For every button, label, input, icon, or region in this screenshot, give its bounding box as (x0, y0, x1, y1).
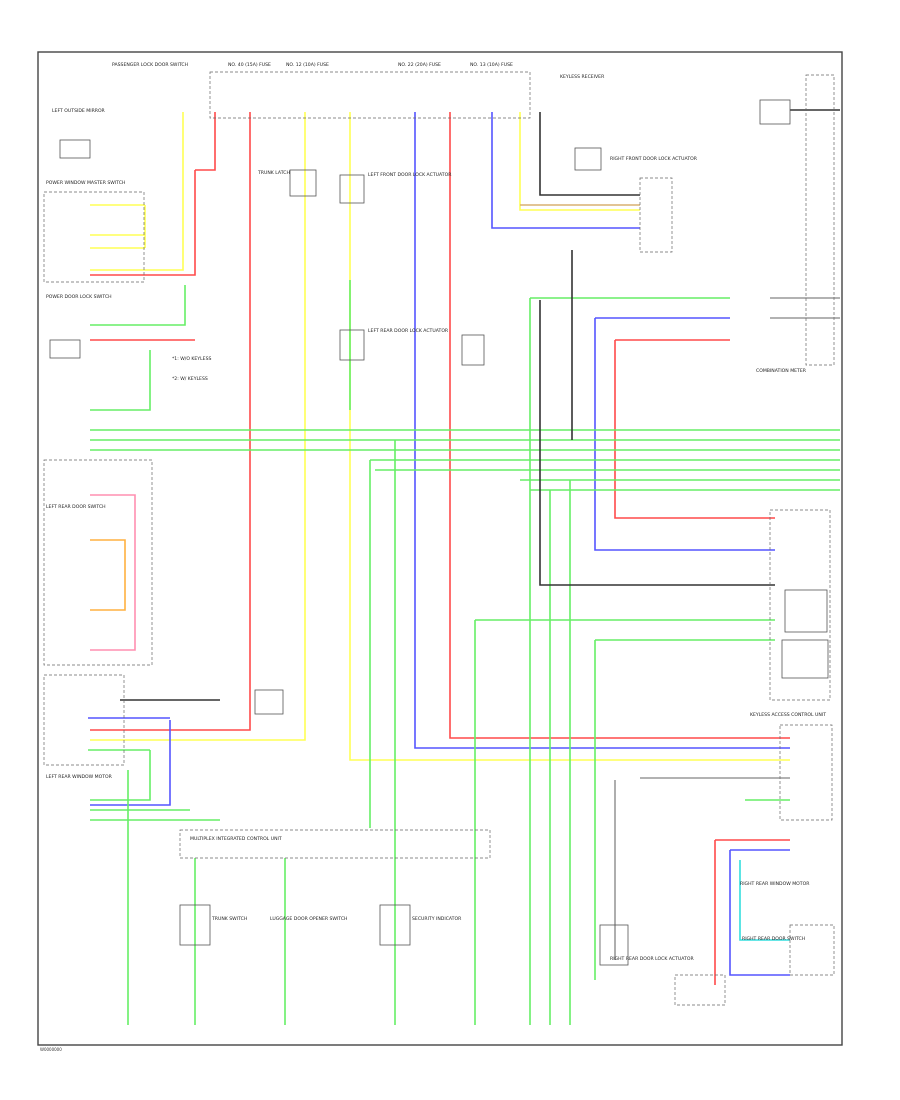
left-mirror-label: LEFT OUTSIDE MIRROR (52, 108, 106, 114)
wire-blue-21 (90, 720, 171, 806)
fuse-22-label: NO. 22 (20A) FUSE (398, 62, 441, 68)
note-2-label: *2: W/ KEYLESS (172, 376, 208, 382)
wire-black-57 (539, 112, 640, 196)
left-rear-door-switch-label: LEFT REAR DOOR SWITCH (46, 504, 106, 510)
keyless-ecu-label: KEYLESS ACCESS CONTROL UNIT (750, 712, 826, 718)
left-rear-door-lock-label: LEFT REAR DOOR LOCK ACTUATOR (368, 328, 449, 334)
wire-yellow-7 (519, 112, 640, 211)
wire-red-9 (90, 112, 251, 731)
wire-pink-54 (90, 494, 136, 651)
wire-green-25 (90, 285, 186, 326)
wire-orange-55 (90, 539, 126, 611)
mics-label: MULTIPLEX INTEGRATED CONTROL UNIT (190, 836, 282, 842)
wire-red-8 (90, 170, 196, 276)
trunk-latch-label: TRUNK LATCH (257, 170, 290, 176)
wire-yellow-1 (90, 112, 306, 741)
wire-group (88, 109, 840, 1025)
left-rear-window-motor-label: LEFT REAR WINDOW MOTOR (46, 774, 113, 780)
wire-red-13 (614, 340, 775, 519)
rear-door-switch-label: RIGHT REAR DOOR SWITCH (742, 936, 805, 942)
wire-black-59 (539, 300, 775, 586)
wire-blue-18 (491, 112, 640, 229)
wire-red-12 (449, 112, 790, 739)
component-labels: PASSENGER LOCK DOOR SWITCH LEFT OUTSIDE … (40, 62, 826, 1052)
wire-green-46 (90, 750, 151, 801)
luggage-door-opener-label: LUGGAGE DOOR OPENER SWITCH (270, 916, 348, 922)
security-indicator-label: SECURITY INDICATOR (412, 916, 462, 922)
wire-green-26 (90, 350, 151, 411)
wire-blue-23 (729, 850, 790, 976)
passenger-lock-switch-label: PASSENGER LOCK DOOR SWITCH (112, 62, 188, 68)
note-1-label: *1: W/O KEYLESS (172, 356, 211, 362)
wire-red-10 (195, 112, 216, 171)
power-window-switch-label: POWER WINDOW MASTER SWITCH (46, 180, 125, 186)
keyless-receiver-label: KEYLESS RECEIVER (560, 74, 605, 80)
fuse-13-label: NO. 13 (10A) FUSE (470, 62, 513, 68)
component-outlines (43, 71, 835, 1006)
right-rear-window-motor-label: RIGHT REAR WINDOW MOTOR (740, 881, 810, 887)
combination-meter-label: COMBINATION METER (756, 368, 807, 374)
wire-blue-17 (414, 112, 790, 749)
footer-code: W0000000 (40, 1047, 62, 1052)
trunk-switch-label: TRUNK SWITCH (211, 916, 247, 922)
wire-blue-19 (594, 318, 775, 551)
left-front-door-lock-label: LEFT FRONT DOOR LOCK ACTUATOR (368, 172, 452, 178)
wire-cyan-53 (739, 860, 790, 941)
right-rear-door-lock-label: RIGHT REAR DOOR LOCK ACTUATOR (610, 956, 694, 962)
diagram-frame (37, 51, 843, 1046)
fuse-40a-label: NO. 40 (15A) FUSE (228, 62, 271, 68)
fuse-12-label: NO. 12 (10A) FUSE (286, 62, 329, 68)
power-door-lock-switch-label: POWER DOOR LOCK SWITCH (46, 294, 112, 300)
right-front-door-lock-label: RIGHT FRONT DOOR LOCK ACTUATOR (610, 156, 698, 162)
wire-yellow-0 (90, 112, 184, 271)
